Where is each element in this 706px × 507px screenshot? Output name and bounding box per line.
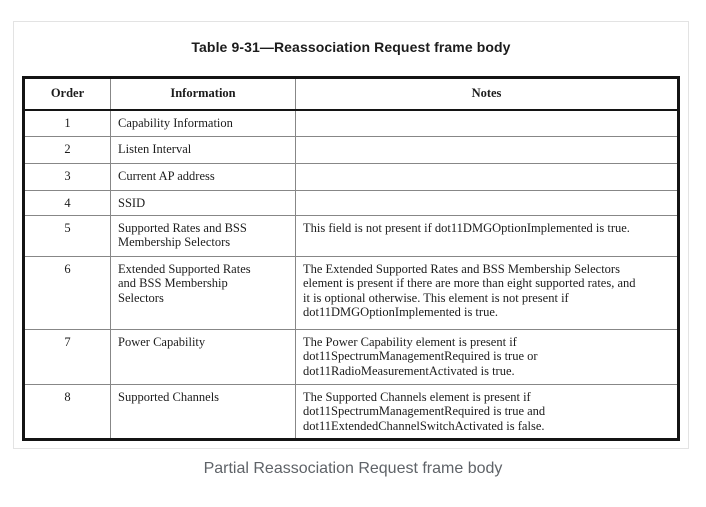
table-row: 3 Current AP address [23,163,679,191]
table-row: 6 Extended Supported Rates and BSS Membe… [23,255,679,330]
notes-cell: This field is not present if dot11DMGOpt… [295,214,679,257]
information-cell: Extended Supported Rates and BSS Members… [110,255,296,330]
notes-cell: The Extended Supported Rates and BSS Mem… [295,255,679,330]
notes-cell [295,136,679,164]
order-cell: 5 [23,214,111,257]
document-card: Table 9-31—Reassociation Request frame b… [13,21,689,449]
notes-cell [295,190,679,216]
information-cell: Listen Interval [110,136,296,164]
order-cell: 3 [23,163,111,191]
order-cell: 7 [23,328,111,385]
table-title: Table 9-31—Reassociation Request frame b… [191,39,511,55]
table-row: 7 Power Capability The Power Capability … [23,328,679,385]
column-header-notes: Notes [295,77,679,111]
information-cell: SSID [110,190,296,216]
column-header-information: Information [110,77,296,111]
table-row: 1 Capability Information [23,109,679,137]
order-cell: 1 [23,109,111,137]
table-row: 4 SSID [23,190,679,216]
information-cell: Current AP address [110,163,296,191]
order-cell: 4 [23,190,111,216]
notes-cell [295,163,679,191]
information-cell: Power Capability [110,328,296,385]
order-cell: 2 [23,136,111,164]
header-row: Order Information Notes [23,77,679,111]
frame-body-table: Order Information Notes 1 Capability Inf… [22,76,680,441]
table-row: 2 Listen Interval [23,136,679,164]
notes-cell: The Power Capability element is present … [295,328,679,385]
notes-cell [295,109,679,137]
notes-cell: The Supported Channels element is presen… [295,383,679,440]
order-cell: 6 [23,255,111,330]
figure-caption: Partial Reassociation Request frame body [203,460,503,477]
column-header-order: Order [23,77,111,111]
table-row: 5 Supported Rates and BSS Membership Sel… [23,214,679,257]
order-cell: 8 [23,383,111,440]
information-cell: Capability Information [110,109,296,137]
information-cell: Supported Channels [110,383,296,440]
information-cell: Supported Rates and BSS Membership Selec… [110,214,296,257]
table-row: 8 Supported Channels The Supported Chann… [23,383,679,440]
